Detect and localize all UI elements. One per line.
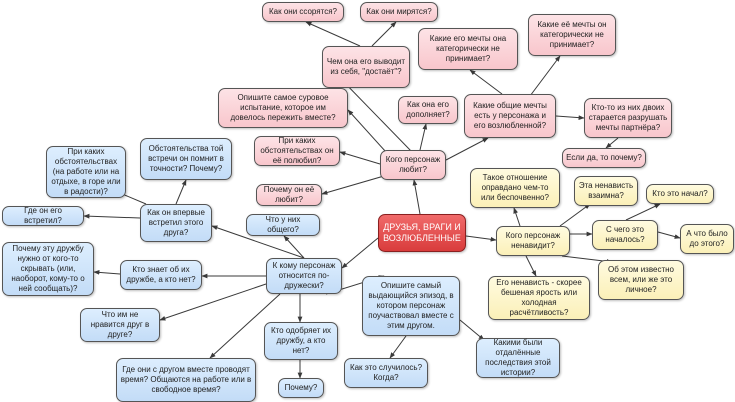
love-hub[interactable]: Кого персонаж любит? — [380, 150, 446, 180]
connector-arrow — [513, 207, 521, 227]
love-node-complements[interactable]: Как она его дополняет? — [398, 96, 458, 124]
connector-arrow — [347, 109, 387, 153]
friend-node-episode[interactable]: Опишите самый выдающийся эпизод, в котор… — [362, 276, 460, 336]
friend-node-how-met[interactable]: Как он впервые встретил этого друга? — [140, 204, 212, 242]
friend-node-dislike[interactable]: Что им не нравится друг в друге? — [80, 308, 160, 342]
love-node-ordeal[interactable]: Опишите самое суровое испытание, которое… — [218, 88, 348, 128]
hate-node-known[interactable]: Об этом известно всем, или же это личное… — [598, 260, 684, 300]
hate-node-justified[interactable]: Такое отношение оправдано чем-то или бес… — [470, 168, 560, 208]
friend-node-consequences[interactable]: Какими были отдалённые последствия этой … — [476, 338, 560, 378]
connector-arrow — [339, 77, 413, 153]
connector-arrow — [419, 123, 428, 151]
connector-arrow — [389, 335, 407, 359]
connector-arrow — [209, 293, 281, 359]
connector-arrow — [469, 69, 503, 95]
hate-node-mutual[interactable]: Эта ненависть взаимна? — [574, 176, 638, 206]
friend-node-when[interactable]: Как это случилось? Когда? — [344, 358, 428, 388]
hate-node-rage[interactable]: Его ненависть - скорее бешеная ярость ил… — [488, 276, 590, 320]
hate-hub[interactable]: Кого персонаж ненавидит? — [496, 226, 570, 256]
hate-node-before[interactable]: А что было до этого? — [680, 224, 734, 254]
connector-arrow — [465, 235, 497, 242]
connector-arrow — [321, 175, 385, 195]
connector-arrow — [525, 255, 537, 277]
connector-arrow — [605, 137, 619, 149]
love-node-quarrel[interactable]: Как они ссорятся? — [262, 2, 344, 22]
connector-arrow — [83, 213, 141, 219]
connector-arrow — [625, 203, 661, 221]
connector-arrow — [412, 179, 421, 215]
friend-node-who-knows[interactable]: Кто знает об их дружбе, а кто нет? — [120, 260, 202, 290]
connector-arrow — [339, 151, 381, 165]
friend-node-hide[interactable]: Почему эту дружбу нужно от кого-то скрыв… — [2, 242, 94, 296]
connector-arrow — [445, 137, 489, 161]
connector-arrow — [175, 179, 187, 205]
love-node-if-yes-why[interactable]: Если да, то почему? — [562, 148, 646, 168]
central-topic[interactable]: ДРУЗЬЯ, ВРАГИ И ВОЗЛЮБЛЕННЫЕ — [378, 214, 466, 252]
love-node-her-dreams[interactable]: Какие её мечты он категорически не прини… — [528, 14, 616, 56]
love-node-why-loves[interactable]: Почему он её любит? — [256, 184, 322, 206]
friend-node-where-met[interactable]: Где он его встретил? — [2, 206, 84, 226]
connector-arrow — [283, 235, 305, 259]
love-node-destroy-dreams[interactable]: Кто-то из них двоих старается разрушать … — [584, 98, 672, 138]
connector-arrow — [371, 21, 397, 47]
connector-arrow — [529, 55, 561, 97]
love-node-his-dreams[interactable]: Какие его мечты она категорически не при… — [418, 28, 518, 70]
friend-node-remembers[interactable]: Обстоятельства той встречи он помнит в т… — [140, 138, 232, 180]
connector-arrow — [555, 115, 585, 121]
connector-arrow — [211, 225, 305, 259]
friend-node-spend-time[interactable]: Где они с другом вместе проводят время? … — [116, 358, 256, 402]
love-node-reconcile[interactable]: Как они мирятся? — [360, 2, 438, 22]
connector-arrow — [159, 283, 267, 321]
connector-arrow — [341, 237, 379, 269]
hate-node-how-began[interactable]: С чего это началось? — [592, 220, 658, 250]
connector-arrow — [657, 231, 681, 239]
love-node-fell-in-love[interactable]: При каких обстоятельствах он её полюбил? — [254, 136, 340, 166]
connector-arrow — [305, 21, 361, 47]
hate-node-who-started[interactable]: Кто это начал? — [646, 184, 714, 204]
friend-hub[interactable]: К кому персонаж относится по-дружески? — [266, 258, 342, 294]
love-node-annoys[interactable]: Чем она его выводит из себя, "достаёт"? — [322, 46, 410, 88]
friend-node-why[interactable]: Почему? — [278, 378, 324, 398]
love-node-shared-dreams[interactable]: Какие общие мечты есть у персонажа и его… — [464, 94, 556, 138]
connector-arrow — [93, 270, 121, 275]
connector-arrow — [559, 203, 591, 227]
friend-node-approves[interactable]: Кто одобряет их дружбу, а кто нет? — [264, 322, 338, 360]
friend-node-common[interactable]: Что у них общего? — [246, 214, 320, 236]
friend-node-circumstances[interactable]: При каких обстоятельствах (на работе или… — [46, 146, 126, 198]
connector-arrow — [459, 319, 485, 341]
